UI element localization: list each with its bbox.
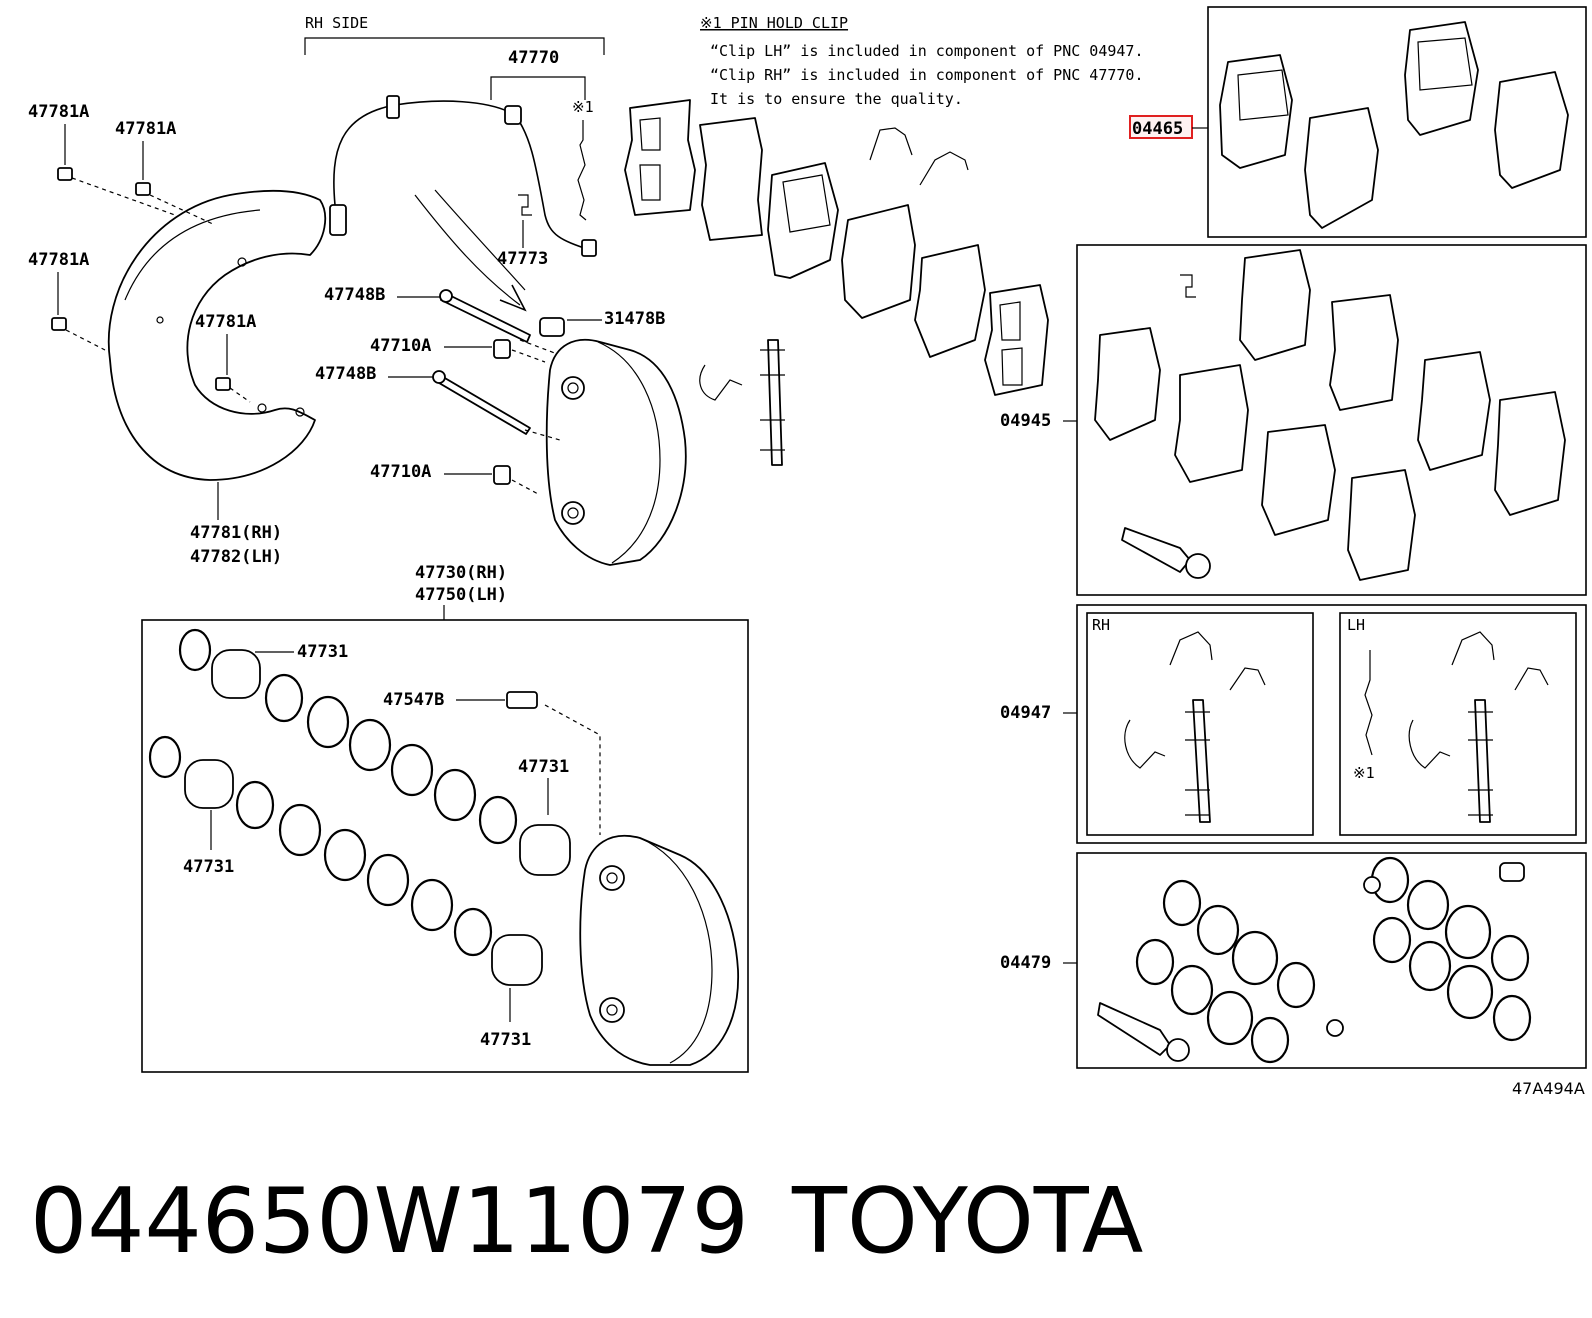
box-04945: 04945	[1000, 244, 1587, 596]
note-line-1: “Clip LH” is included in component of PN…	[710, 42, 1143, 60]
callout-47731-2: 47731	[518, 757, 569, 777]
callout-04947: 04947	[1000, 703, 1051, 723]
pin-hold-clip-note: ※1 PIN HOLD CLIP “Clip LH” is included i…	[700, 14, 1143, 108]
callout-47748b-2: 47748B	[315, 364, 376, 384]
box-rh	[1086, 612, 1314, 836]
callout-47731-4: 47731	[480, 1030, 531, 1050]
note-title: ※1 PIN HOLD CLIP	[700, 14, 848, 32]
upper-pad-row	[624, 99, 1049, 396]
pad-wear-sensor: 47770 ※1 47773	[329, 48, 597, 312]
note-mark-lh: ※1	[1353, 764, 1375, 782]
callout-04945: 04945	[1000, 411, 1051, 431]
callout-47730-rh: 47730(RH)	[415, 563, 507, 583]
piston-seal-rows	[148, 628, 571, 986]
box-04479: 04479	[1000, 852, 1587, 1069]
callout-31478b: 31478B	[604, 309, 665, 329]
figure-id: 47A494A	[1512, 1079, 1585, 1098]
box-04465: 04465	[1129, 6, 1587, 238]
callout-47731-1: 47731	[297, 642, 348, 662]
note-mark-top: ※1	[572, 98, 594, 116]
callout-47781a-1: 47781A	[28, 102, 89, 122]
disc-dust-cover: 47781(RH) 47782(LH)	[107, 189, 327, 567]
box-lh-label: LH	[1347, 616, 1365, 634]
callout-47748b-1: 47748B	[324, 285, 385, 305]
callout-47781a-2: 47781A	[115, 119, 176, 139]
callout-47731-3: 47731	[183, 857, 234, 877]
callout-47750-lh: 47750(LH)	[415, 585, 507, 605]
note-line-2: “Clip RH” is included in component of PN…	[710, 66, 1143, 84]
callout-47547b: 47547B	[383, 690, 444, 710]
caliper-body	[579, 834, 739, 1066]
box-lh	[1339, 612, 1577, 836]
part-number: 044650W11079	[30, 1169, 749, 1274]
bolts-47781a: 47781A 47781A 47781A 47781A	[28, 102, 256, 403]
highlight-04465	[1129, 115, 1193, 139]
brand: TOYOTA	[791, 1169, 1143, 1274]
callout-47782-lh: 47782(LH)	[190, 547, 282, 567]
caliper-mount-parts: 47748B 47710A 47748B 47710A 31478B	[315, 285, 687, 566]
callout-47781a-3: 47781A	[28, 250, 89, 270]
seal-rings-left	[1135, 879, 1316, 1064]
callout-47781a-4: 47781A	[195, 312, 256, 332]
callout-47781-rh: 47781(RH)	[190, 523, 282, 543]
seal-rings-right	[1370, 856, 1532, 1042]
box-rh-label: RH	[1092, 616, 1110, 634]
box-04947: 04947 RH LH ※1	[1000, 604, 1587, 844]
callout-47710a-1: 47710A	[370, 336, 431, 356]
callout-47770: 47770	[508, 48, 559, 68]
upper-clips	[699, 127, 969, 466]
callout-47710a-2: 47710A	[370, 462, 431, 482]
callout-04479: 04479	[1000, 953, 1051, 973]
callout-47773: 47773	[497, 249, 548, 269]
caliper-assembly: 47730(RH) 47750(LH) 47731 47547B 47731 4…	[141, 563, 749, 1073]
callout-04465: 04465	[1132, 119, 1183, 139]
rh-side-bracket: RH SIDE	[304, 14, 605, 55]
note-line-3: It is to ensure the quality.	[710, 90, 963, 108]
rh-side-label: RH SIDE	[305, 14, 368, 32]
